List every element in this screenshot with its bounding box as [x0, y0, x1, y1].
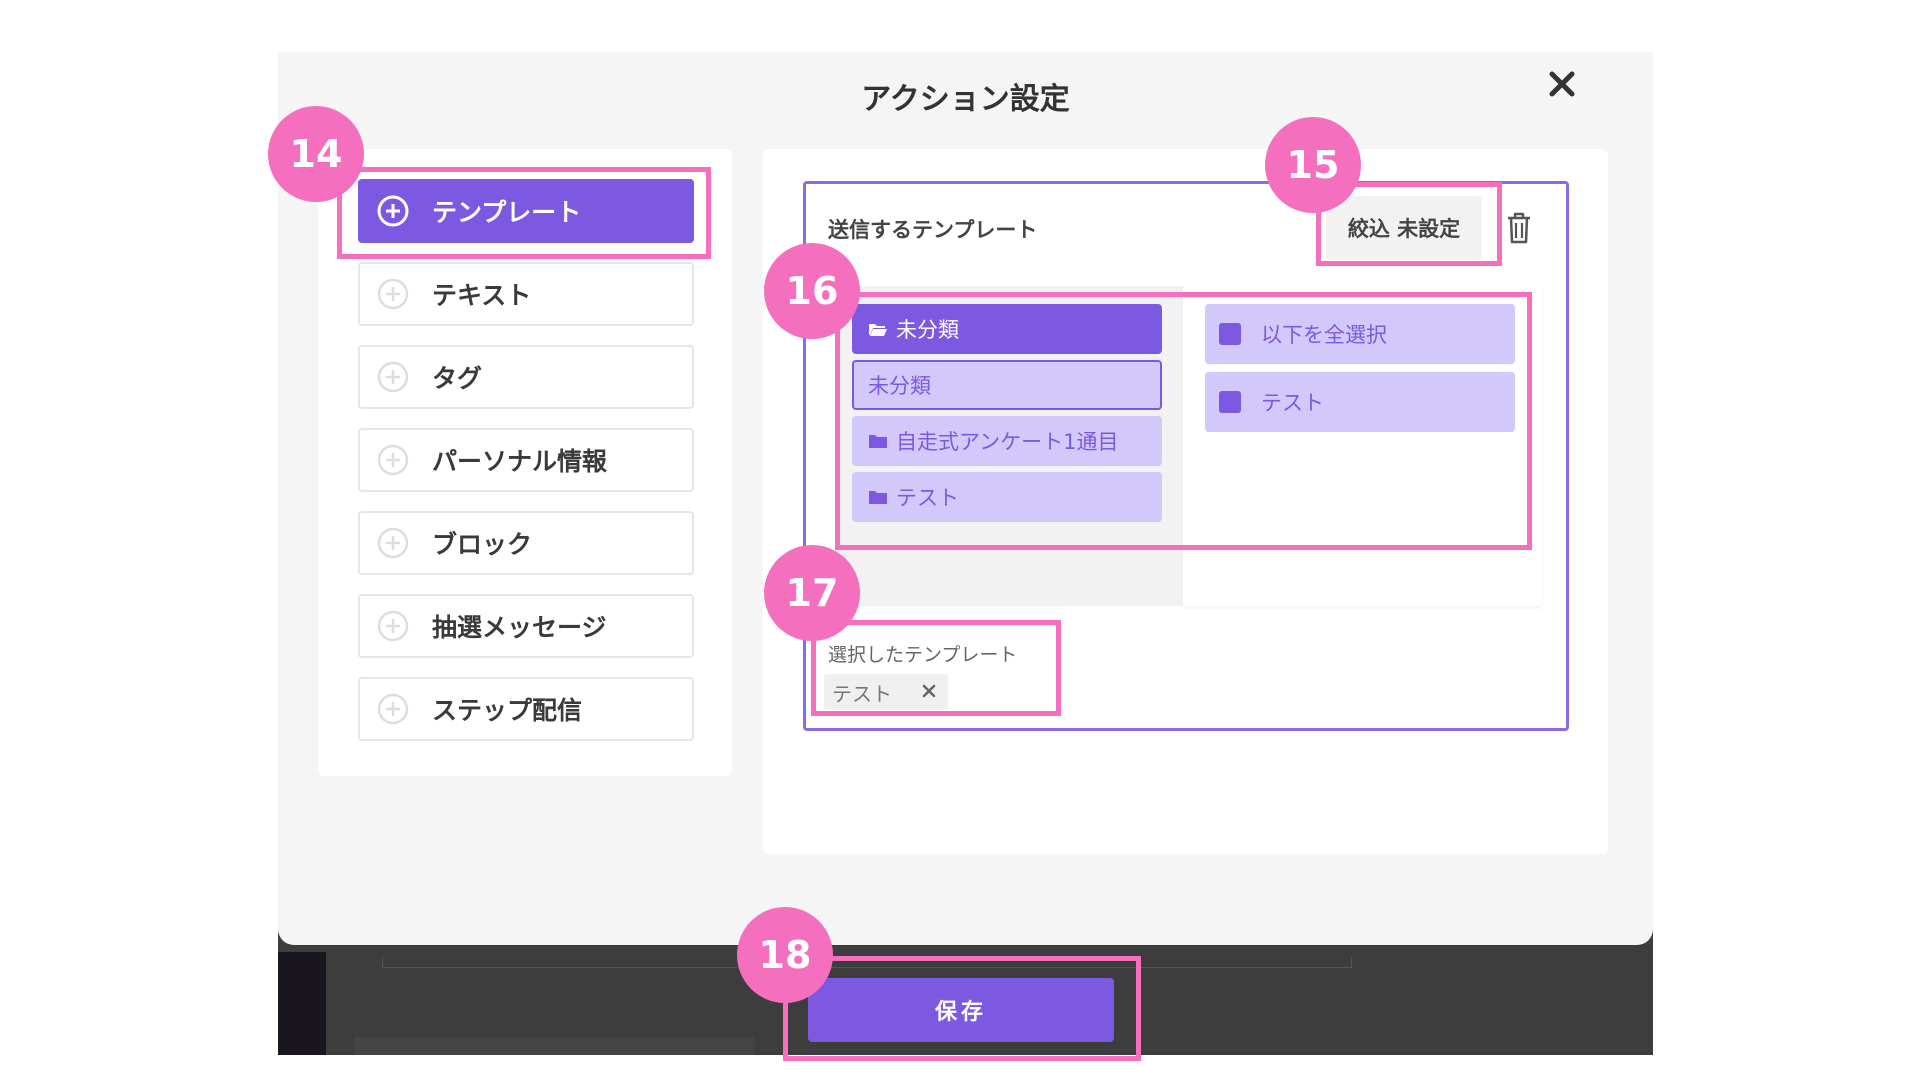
folder-label: 未分類 [868, 374, 931, 398]
chip-label: テスト [832, 681, 892, 706]
filter-button[interactable]: 絞込 未設定 [1326, 196, 1482, 260]
sidebar-item-block[interactable]: ブロック [358, 511, 694, 575]
close-icon [1549, 71, 1575, 97]
folder-label: 未分類 [896, 318, 959, 342]
annotation-box-17 [811, 620, 1061, 716]
plus-circle-icon [377, 444, 409, 476]
annotation-badge-14: 14 [268, 106, 364, 202]
annotation-box-16 [835, 292, 1532, 550]
template-section-label: 送信するテンプレート [828, 218, 1038, 242]
select-all-checkbox[interactable]: 以下を全選択 [1205, 304, 1515, 364]
annotation-badge-17: 17 [764, 545, 860, 641]
sidebar-item-template[interactable]: テンプレート [358, 179, 694, 243]
close-icon [922, 684, 936, 698]
plus-circle-icon [377, 610, 409, 642]
annotation-box-14 [337, 167, 711, 259]
annotation-box-15 [1316, 182, 1502, 266]
sidebar-item-label: テキスト [432, 281, 532, 310]
folder-item[interactable]: テスト [852, 472, 1162, 522]
trash-icon [1508, 212, 1530, 244]
checkbox-icon [1219, 391, 1241, 413]
annotation-badge-15: 15 [1265, 117, 1361, 213]
plus-circle-icon [377, 527, 409, 559]
plus-circle-icon [377, 693, 409, 725]
sidebar-item-personal-info[interactable]: パーソナル情報 [358, 428, 694, 492]
action-editor-panel: 送信するテンプレート 絞込 未設定 未分類 未分類 [763, 149, 1608, 854]
annotation-badge-16: 16 [764, 243, 860, 339]
annotation-badge-18: 18 [737, 907, 833, 1003]
template-label: テスト [1261, 391, 1324, 415]
checkbox-icon [1219, 323, 1241, 345]
template-picker: 未分類 未分類 自走式アンケート1通目 [836, 286, 1542, 606]
action-settings-modal: アクション設定 テンプレート テキスト タグ [278, 52, 1653, 945]
template-action-card: 送信するテンプレート 絞込 未設定 未分類 未分類 [803, 181, 1569, 731]
action-type-list: テンプレート テキスト タグ パーソナル情報 [318, 149, 732, 776]
selected-templates-label: 選択したテンプレート [828, 644, 1018, 666]
sidebar-item-label: テンプレート [432, 198, 582, 227]
sidebar-item-lottery-message[interactable]: 抽選メッセージ [358, 594, 694, 658]
folder-label: 自走式アンケート1通目 [896, 430, 1119, 454]
remove-chip-button[interactable] [916, 678, 942, 704]
modal-title: アクション設定 [861, 82, 1070, 117]
selected-template-chip: テスト [824, 674, 948, 710]
folder-item[interactable]: 未分類 [852, 304, 1162, 354]
folder-item[interactable]: 未分類 [852, 360, 1162, 410]
folder-list: 未分類 未分類 自走式アンケート1通目 [836, 286, 1183, 606]
plus-circle-icon [377, 361, 409, 393]
folder-open-icon [869, 324, 887, 336]
close-button[interactable] [1540, 62, 1584, 106]
plus-circle-icon [377, 195, 409, 227]
sidebar-item-text[interactable]: テキスト [358, 262, 694, 326]
annotation-box-18 [783, 956, 1141, 1061]
sidebar-item-label: パーソナル情報 [432, 447, 608, 476]
sidebar-item-step-delivery[interactable]: ステップ配信 [358, 677, 694, 741]
folder-icon [869, 435, 887, 448]
backdrop-element [354, 1037, 754, 1055]
delete-action-button[interactable] [1502, 210, 1536, 246]
folder-label: テスト [896, 486, 959, 510]
backdrop-panel-edge [382, 957, 1352, 968]
folder-item[interactable]: 自走式アンケート1通目 [852, 416, 1162, 466]
template-checkbox[interactable]: テスト [1205, 372, 1515, 432]
sidebar-item-tag[interactable]: タグ [358, 345, 694, 409]
folder-icon [869, 491, 887, 504]
sidebar-item-label: ステップ配信 [432, 696, 583, 725]
sidebar-item-label: 抽選メッセージ [432, 613, 607, 642]
plus-circle-icon [377, 278, 409, 310]
template-label: 以下を全選択 [1261, 323, 1387, 347]
save-button[interactable]: 保存 [808, 978, 1114, 1042]
sidebar-item-label: ブロック [432, 530, 533, 559]
template-list: 以下を全選択 テスト [1183, 286, 1542, 606]
sidebar-item-label: タグ [432, 364, 483, 393]
backdrop-strip [278, 952, 326, 1055]
